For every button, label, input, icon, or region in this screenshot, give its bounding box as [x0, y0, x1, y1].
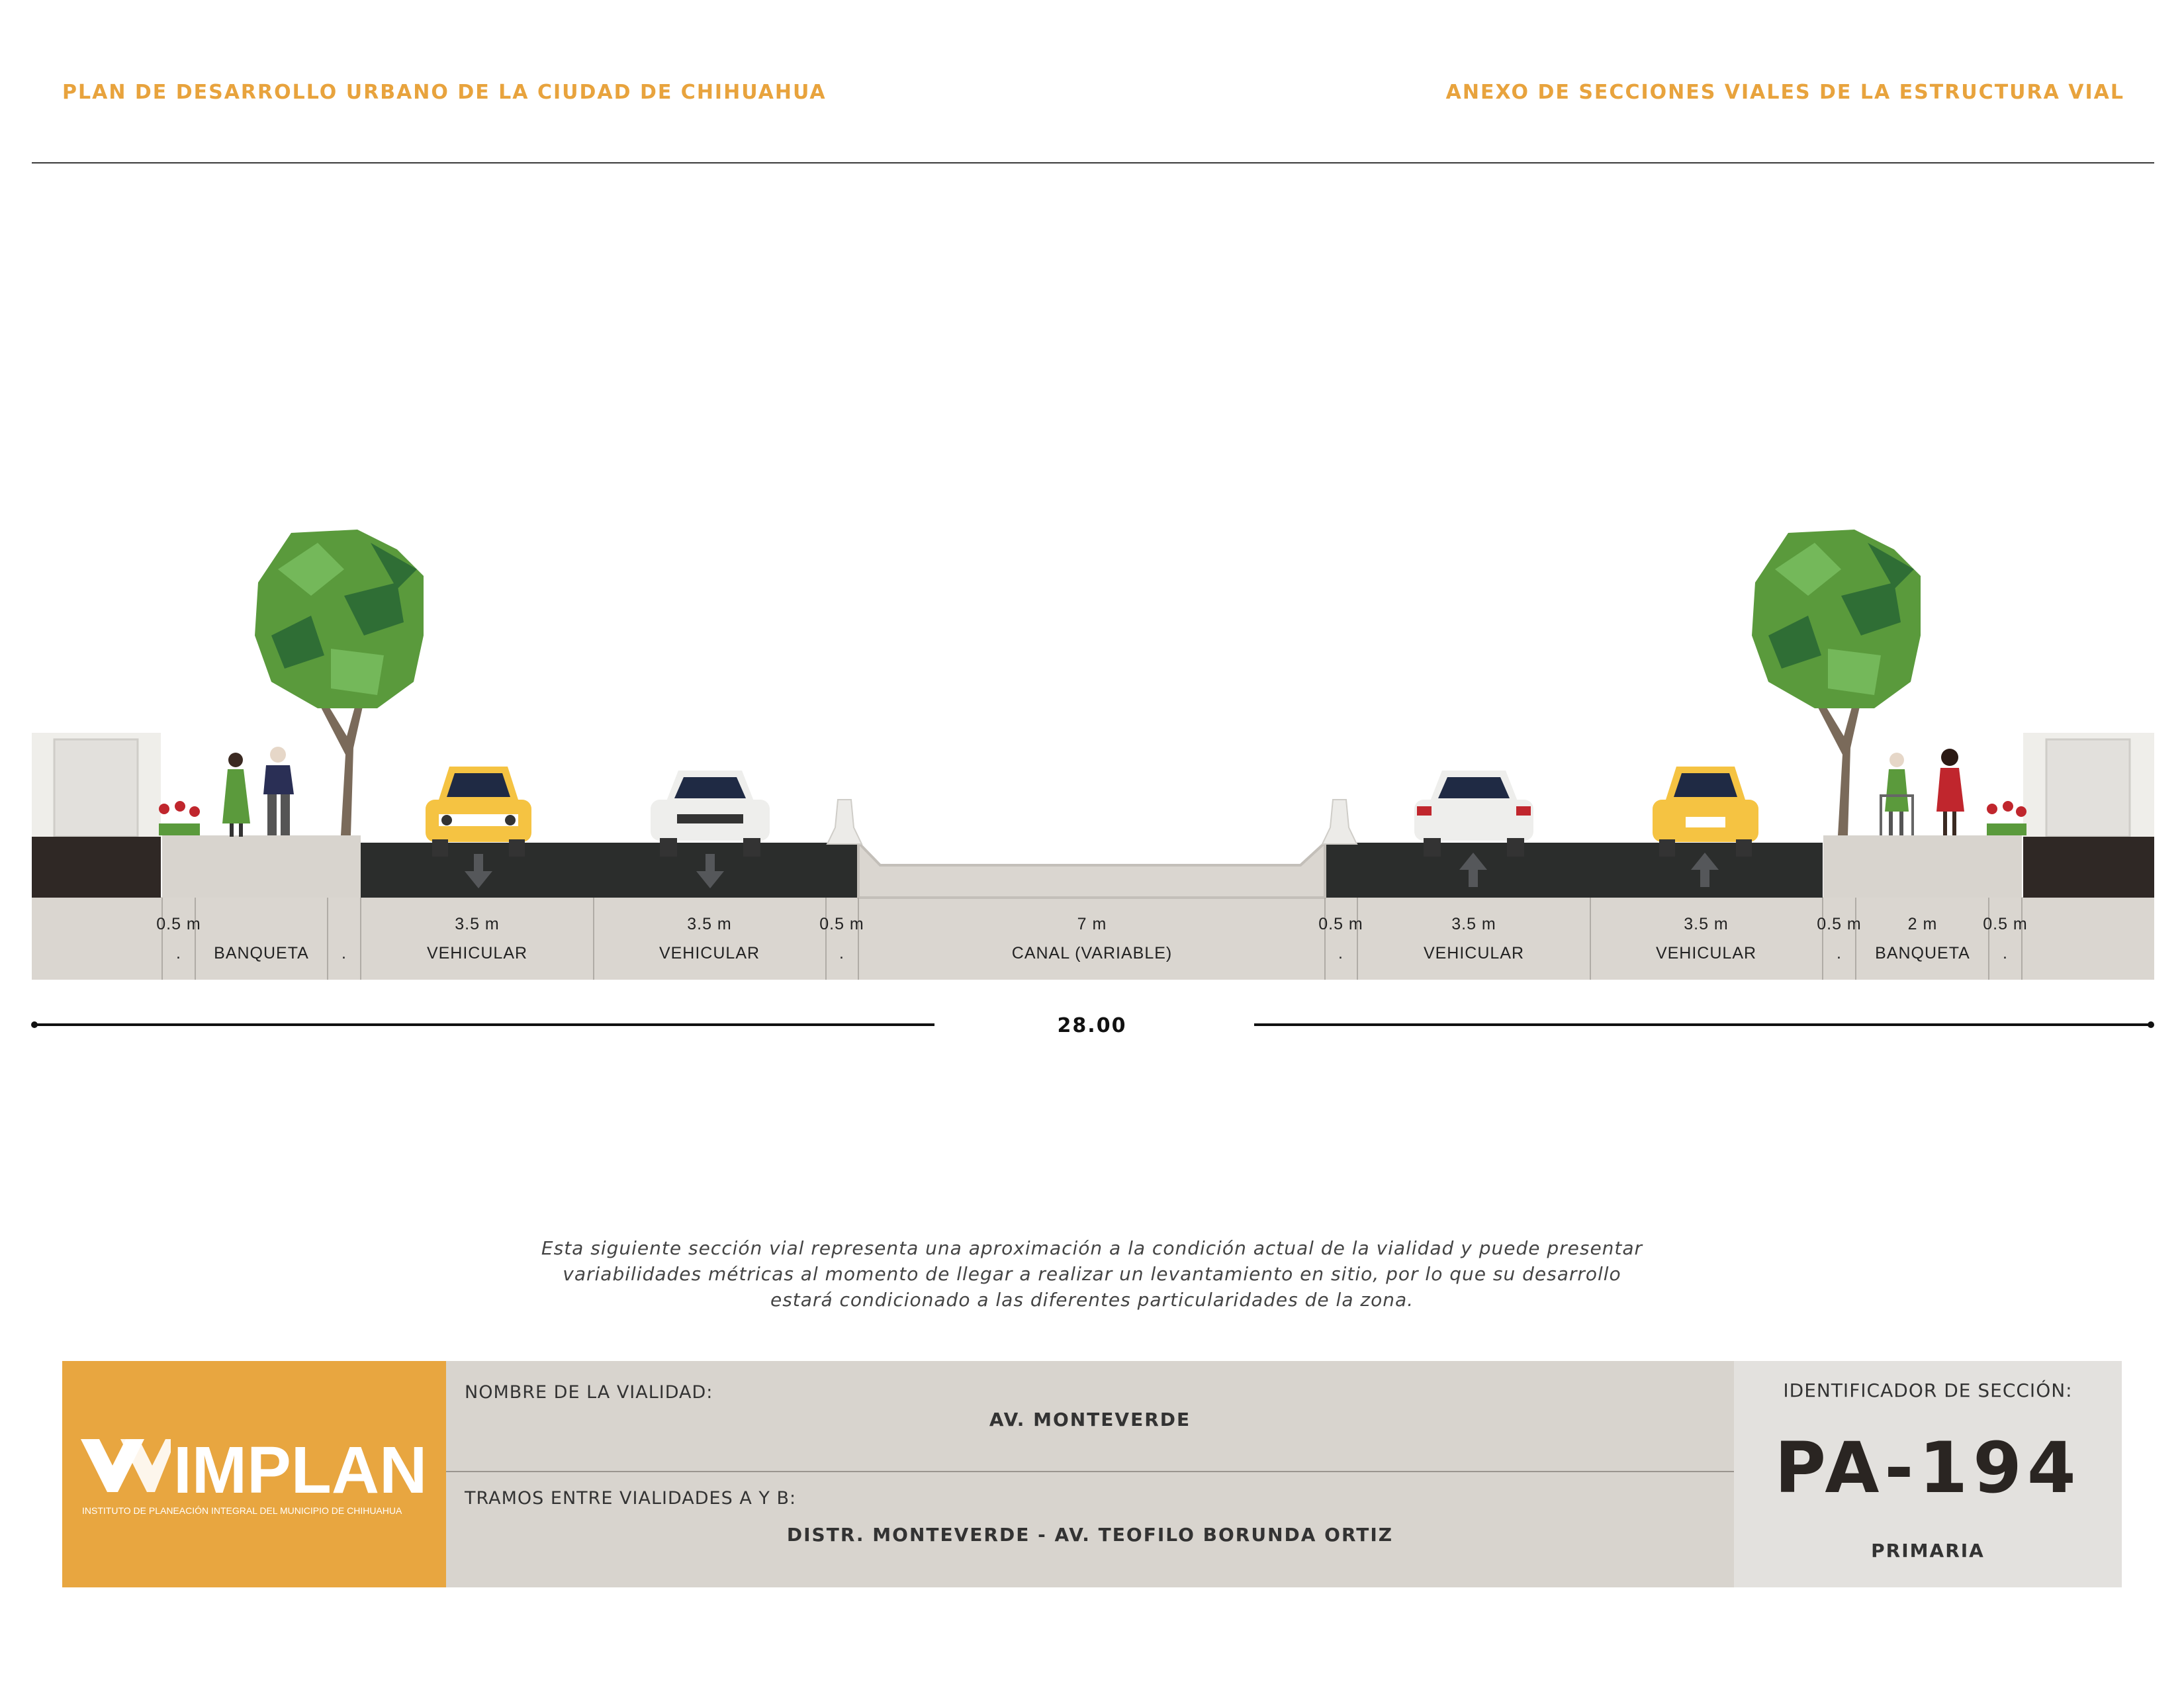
segment-label: TRAMOS ENTRE VIALIDADES A Y B: [465, 1488, 797, 1509]
road-name-value: AV. MONTEVERDE [989, 1409, 1191, 1430]
left-tree [255, 530, 424, 835]
pedestrian-right-1 [1880, 753, 1914, 835]
yellow-car-front [426, 767, 531, 857]
segment-width: 0.5 m [1983, 915, 2028, 933]
right-tree [1752, 530, 1921, 835]
right-barrier [1321, 799, 1358, 845]
section-id-panel: IDENTIFICADOR DE SECCIÓN: PA-194 PRIMARI… [1734, 1361, 2122, 1587]
arrow-up-icon [1691, 853, 1719, 887]
segment-name: . [341, 944, 347, 962]
white-car-front [651, 771, 770, 857]
canal-channel [857, 839, 1326, 899]
right-dark-band [2023, 837, 2154, 898]
segment-name: . [2003, 944, 2008, 962]
left-barrier [826, 799, 863, 845]
segment-width: 3.5 m [687, 915, 732, 933]
right-flowers [1987, 801, 2026, 835]
segment-width: 3.5 m [455, 915, 500, 933]
segment-name: VEHICULAR [659, 944, 760, 962]
implan-logo: IMPLAN INSTITUTO DE PLANEACIÓN INTEGRAL … [62, 1361, 446, 1587]
segment-name: . [176, 944, 181, 962]
segment-name: BANQUETA [214, 944, 309, 962]
segment-width: 7 m [1077, 915, 1107, 933]
section-id-label: IDENTIFICADOR DE SECCIÓN: [1783, 1380, 2073, 1401]
segment-labels: 0.5 m . BANQUETA . 3.5 m VEHICULAR 3.5 m… [156, 915, 2028, 962]
right-building [2023, 733, 2154, 838]
segment-width: 0.5 m [1817, 915, 1862, 933]
road-name-label: NOMBRE DE LA VIALIDAD: [465, 1382, 713, 1403]
arrow-down-icon [465, 854, 492, 888]
segment-value: DISTR. MONTEVERDE - AV. TEOFILO BORUNDA … [786, 1524, 1394, 1546]
disclaimer-note: Esta siguiente sección vial representa u… [541, 1237, 1643, 1311]
logo-subtitle: INSTITUTO DE PLANEACIÓN INTEGRAL DEL MUN… [82, 1505, 402, 1516]
segment-name: CANAL (VARIABLE) [1012, 944, 1172, 962]
segment-name: VEHICULAR [1424, 944, 1524, 962]
header-left-title: PLAN DE DESARROLLO URBANO DE LA CIUDAD D… [62, 81, 827, 104]
segment-width: 2 m [1908, 915, 1938, 933]
segment-width: 0.5 m [156, 915, 201, 933]
header-divider [32, 162, 2154, 164]
segment-name: BANQUETA [1875, 944, 1970, 962]
segment-name: VEHICULAR [1656, 944, 1756, 962]
yellow-car-rear [1653, 767, 1758, 857]
segment-width: 3.5 m [1684, 915, 1729, 933]
pedestrian-left-1 [222, 753, 250, 837]
segment-width: 3.5 m [1451, 915, 1496, 933]
total-dimension-line [31, 1021, 2154, 1028]
road-classification: PRIMARIA [1871, 1540, 1985, 1562]
pedestrian-right-2 [1936, 749, 1964, 835]
header-right-title: ANEXO DE SECCIONES VIALES DE LA ESTRUCTU… [1445, 81, 2124, 104]
total-width-label: 28.00 [1057, 1014, 1127, 1037]
implan-mark-icon [81, 1439, 171, 1492]
left-flowers [159, 801, 200, 835]
left-building [32, 733, 161, 838]
pedestrian-left-2 [263, 747, 294, 835]
arrow-up-icon [1459, 853, 1487, 887]
segment-name: . [839, 944, 844, 962]
segment-name: . [1837, 944, 1842, 962]
right-sidewalk [1823, 835, 2022, 898]
direction-arrows [465, 853, 1719, 888]
left-sidewalk [162, 835, 361, 898]
title-block: IMPLAN INSTITUTO DE PLANEACIÓN INTEGRAL … [62, 1361, 2122, 1587]
left-dark-band [32, 837, 161, 898]
section-id-value: PA-194 [1774, 1427, 2081, 1509]
panel-divider [446, 1471, 1734, 1472]
road-cross-section: 0.5 m . BANQUETA . 3.5 m VEHICULAR 3.5 m… [31, 530, 2154, 1028]
segment-width: 0.5 m [1318, 915, 1363, 933]
ground-base [32, 897, 2154, 980]
arrow-down-icon [696, 854, 724, 888]
logo-wordmark: IMPLAN [173, 1433, 428, 1507]
segment-name: VEHICULAR [427, 944, 527, 962]
segment-dividers [161, 898, 2023, 980]
segment-name: . [1338, 944, 1343, 962]
white-car-rear [1414, 771, 1533, 857]
segment-width: 0.5 m [819, 915, 864, 933]
road-info-panel: NOMBRE DE LA VIALIDAD: AV. MONTEVERDE TR… [446, 1361, 1734, 1587]
